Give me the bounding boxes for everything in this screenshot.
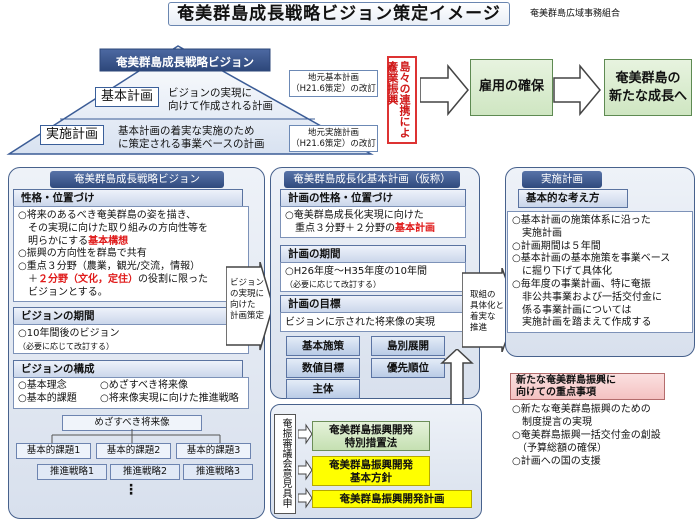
ellipsis: ⋮	[124, 482, 138, 498]
basic-issue-3: 基本的課題3	[176, 443, 251, 459]
council-opinion-box: 奄振審議会意見具申	[274, 414, 296, 514]
priority-items-content: ○新たな奄美群島振興のための 制度提言の実現 ○奄美群島振興一括交付金の創設 （…	[512, 404, 661, 467]
numeric-targets-box: 数値目標	[286, 358, 360, 378]
basic-approach-content: ○基本計画の施策体系に沿った 実施計画 ○計画期間は５年間 ○基本計画の基本施策…	[507, 211, 693, 333]
basic-plan-revision-note: 地元基本計画 （H21.6策定）の改訂	[289, 70, 378, 97]
island-deployment-box: 島別展開	[371, 336, 445, 356]
basic-measures-box: 基本施策	[286, 336, 360, 356]
flow-arrows	[420, 63, 601, 117]
organization-name: 奄美群島広域事務組合	[530, 9, 621, 19]
vision-character-content: ○将来のあるべき奄美群島の姿を描き、 その実現に向けた取り組みの方向性等を 明ら…	[13, 206, 249, 302]
council-arrows	[298, 423, 312, 509]
plan-character-content: ○奄美群島成長化実現に向けた 重点３分野＋２分野の基本計画	[280, 206, 466, 238]
tree-connector	[51, 429, 221, 443]
vision-top-box	[99, 48, 271, 72]
vision-structure-content: ○基本理念○めざすべき将来像 ○基本的課題○将来像実現に向けた推進戦略	[13, 377, 249, 409]
vision-to-plan-arrow	[226, 262, 274, 351]
implementation-plan-revision-note: 地元実施計画 （H21.6策定）の改訂	[289, 125, 378, 152]
plan-period-content: ○H26年度～H35年度の10年間 （必要に応じて改訂する）	[280, 262, 466, 292]
industry-promotion-box: 島々の連携による 産業振興	[385, 56, 417, 144]
strategy-1: 推進戦略1	[37, 464, 107, 480]
new-growth-box: 奄美群島の 新たな成長へ	[604, 59, 692, 116]
basic-approach-heading: 基本的な考え方	[518, 189, 628, 208]
plan-goal-content: ビジョンに示された将来像の実現	[280, 312, 466, 332]
actor-box: 主体	[286, 379, 360, 399]
basic-plan-label: 基本計画	[95, 87, 159, 107]
vertical-double-arrow	[440, 349, 474, 429]
implementation-plan-panel-title: 実施計画	[522, 171, 602, 188]
priority-order-box: 優先順位	[371, 358, 445, 378]
basic-plan-description: ビジョンの実現に 向けて作成される計画	[168, 87, 273, 112]
priority-items-heading: 新たな奄美群島振興に 向けての重点事項	[510, 373, 665, 400]
vision-to-plan-arrow-text: ビジョン の実現に 向けた 計画策定	[230, 278, 265, 321]
basic-issue-2: 基本的課題2	[96, 443, 171, 459]
strategy-3: 推進戦略3	[183, 464, 253, 480]
basic-plan-panel-title: 奄美群島成長化基本計画（仮称）	[284, 171, 460, 188]
vision-period-content: ○10年間後のビジョン （必要に応じて改訂する）	[13, 324, 249, 354]
page-title: 奄美群島成長戦略ビジョン策定イメージ	[168, 2, 510, 26]
strategy-2: 推進戦略2	[110, 464, 180, 480]
implementation-plan-description: 基本計画の着実な実施のため に策定される事業ベースの計画	[118, 125, 265, 150]
special-measures-law-box: 奄美群島振興開発 特別措置法	[312, 421, 430, 451]
vision-panel-title: 奄美群島成長戦略ビジョン	[50, 171, 224, 188]
basic-policy-box: 奄美群島振興開発 基本方針	[312, 456, 430, 486]
promotion-plan-box: 奄美群島振興開発計画	[312, 490, 472, 508]
implementation-plan-label: 実施計画	[40, 125, 104, 145]
plan-to-implementation-arrow-text: 取組の 具体化と 着実な 推進	[470, 290, 505, 333]
basic-issue-1: 基本的課題1	[16, 443, 91, 459]
employment-box: 雇用の確保	[470, 59, 553, 116]
pyramid-top-label: 奄美群島成長戦略ビジョン	[116, 55, 254, 69]
